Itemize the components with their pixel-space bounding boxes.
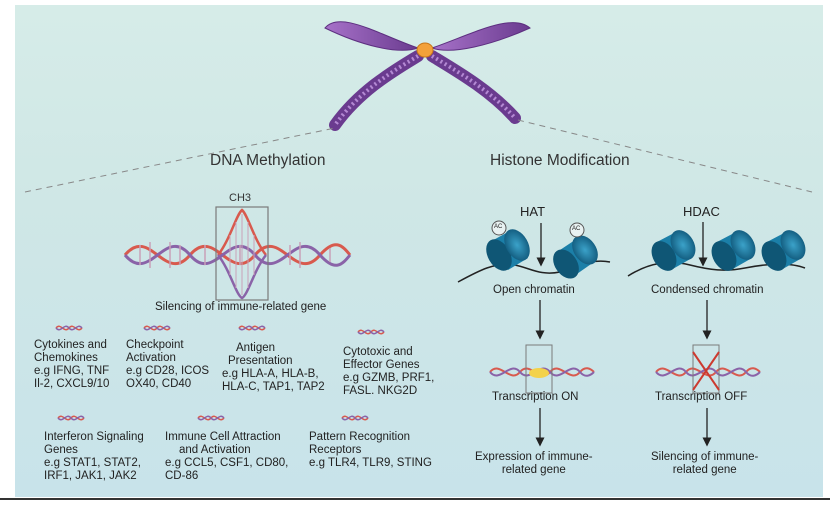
hat-label: HAT xyxy=(520,204,546,219)
divider-left xyxy=(24,127,336,193)
group-line: Presentation xyxy=(228,355,293,367)
histone-modification-title: Histone Modification xyxy=(490,152,630,169)
group-line: Checkpoint xyxy=(126,339,184,351)
ac-label-1: AC xyxy=(494,224,503,230)
group-line: Il-2, CXCL9/10 xyxy=(34,378,110,390)
helix-mini-icon xyxy=(57,415,85,421)
gene-group-checkpoint: Checkpoint Activation e.g CD28, ICOS OX4… xyxy=(126,339,209,391)
nucleosome-icon xyxy=(711,230,756,271)
gene-group-icons xyxy=(55,325,385,421)
group-line: Cytokines and xyxy=(34,339,107,351)
group-line: and Activation xyxy=(179,444,251,456)
ac-label-2: AC xyxy=(572,226,581,232)
group-line: e.g CCL5, CSF1, CD80, xyxy=(165,457,289,469)
transcription-on-label: Transcription ON xyxy=(492,391,579,403)
transcription-off-dna-icon xyxy=(655,344,761,394)
gene-group-antigen: Antigen Presentation e.g HLA-A, HLA-B, H… xyxy=(222,342,325,394)
helix-mini-icon xyxy=(357,329,385,335)
group-line: e.g IFNG, TNF xyxy=(34,365,110,377)
group-line: FASL. NKG2D xyxy=(343,385,418,397)
group-line: Receptors xyxy=(309,444,362,456)
helix-mini-icon xyxy=(197,415,225,421)
transcription-off-label: Transcription OFF xyxy=(655,391,748,403)
helix-mini-icon xyxy=(55,325,83,331)
methylated-dna-icon xyxy=(123,206,352,301)
group-line: IRF1, JAK1, JAK2 xyxy=(44,470,137,482)
group-line: Pattern Recognition xyxy=(309,431,411,443)
outcome-line: related gene xyxy=(501,464,566,476)
group-line: CD-86 xyxy=(165,470,199,482)
helix-mini-icon xyxy=(143,325,171,331)
helix-mini-icon xyxy=(238,325,266,331)
group-line: Chemokines xyxy=(34,352,98,364)
gene-group-immune-attraction: Immune Cell Attraction and Activation e.… xyxy=(165,431,288,483)
ch3-label: CH3 xyxy=(229,192,252,204)
nucleosome-icon xyxy=(486,229,530,271)
expression-outcome-label: Expression of immune- related gene xyxy=(475,451,593,477)
group-line: Interferon Signaling xyxy=(44,431,144,443)
open-chromatin-label: Open chromatin xyxy=(493,284,575,296)
group-line: OX40, CD40 xyxy=(126,378,192,390)
condensed-chromatin-icon xyxy=(627,230,806,277)
group-line: e.g CD28, ICOS xyxy=(126,365,210,377)
bottom-rule xyxy=(0,498,830,500)
group-line: e.g GZMB, PRF1, xyxy=(343,372,435,384)
group-line: Antigen xyxy=(236,342,276,354)
outcome-line: related gene xyxy=(672,464,737,476)
group-line: Immune Cell Attraction xyxy=(165,431,281,443)
gene-group-cytokines: Cytokines and Chemokines e.g IFNG, TNF I… xyxy=(34,339,109,391)
group-line: Activation xyxy=(126,352,176,364)
dna-methylation-title: DNA Methylation xyxy=(210,152,326,169)
helix-mini-icon xyxy=(341,415,369,421)
gene-group-cytotoxic: Cytotoxic and Effector Genes e.g GZMB, P… xyxy=(343,346,434,398)
group-line: Cytotoxic and xyxy=(343,346,413,358)
nucleosome-icon xyxy=(553,235,598,279)
chromosome-icon xyxy=(324,21,531,131)
nucleosome-icon xyxy=(651,230,696,271)
group-line: Effector Genes xyxy=(343,359,420,371)
open-chromatin-icon xyxy=(457,220,611,283)
transcription-on-dna-icon xyxy=(489,344,595,394)
gene-group-interferon: Interferon Signaling Genes e.g STAT1, ST… xyxy=(44,431,144,483)
silencing-outcome-label: Silencing of immune- related gene xyxy=(651,451,758,477)
nucleosome-icon xyxy=(761,230,806,271)
condensed-chromatin-label: Condensed chromatin xyxy=(651,284,764,296)
outcome-line: Silencing of immune- xyxy=(651,451,759,463)
silencing-label: Silencing of immune-related gene xyxy=(155,301,327,313)
outcome-line: Expression of immune- xyxy=(475,451,593,463)
group-line: HLA-C, TAP1, TAP2 xyxy=(222,381,325,393)
group-line: e.g HLA-A, HLA-B, xyxy=(222,368,319,380)
hdac-label: HDAC xyxy=(683,204,720,219)
group-line: e.g STAT1, STAT2, xyxy=(44,457,141,469)
group-line: Genes xyxy=(44,444,78,456)
gene-group-pattern-recognition: Pattern Recognition Receptors e.g TLR4, … xyxy=(309,431,432,470)
group-line: e.g TLR4, TLR9, STING xyxy=(309,457,432,469)
